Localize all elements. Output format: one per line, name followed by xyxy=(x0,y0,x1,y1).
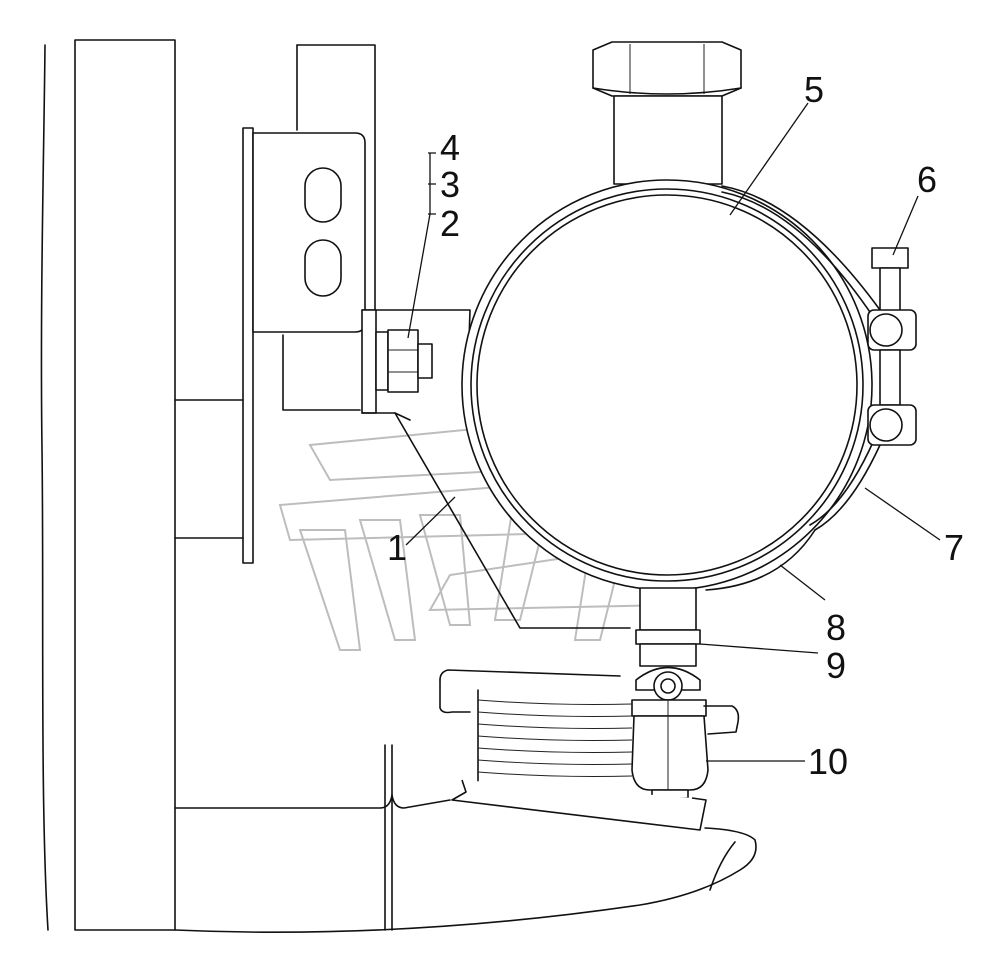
plate-slot-upper xyxy=(304,167,342,223)
lower-housing xyxy=(439,669,740,831)
nut xyxy=(387,329,419,393)
tank-fitting-top xyxy=(592,41,742,185)
callout-labels: 1 2 3 4 5 6 7 8 9 10 xyxy=(387,69,964,782)
bolt-end xyxy=(417,343,433,379)
bolt-nut-assembly xyxy=(375,329,433,393)
leader-lines xyxy=(405,102,941,762)
upper-bracket xyxy=(282,44,376,411)
callout-4: 4 xyxy=(440,127,460,168)
callout-6: 6 xyxy=(917,159,937,200)
plate-slot-lower xyxy=(304,239,342,297)
callout-3: 3 xyxy=(440,164,460,205)
callout-7: 7 xyxy=(944,527,964,568)
washer xyxy=(375,331,389,391)
callout-1: 1 xyxy=(387,527,407,568)
bottom-pipe xyxy=(174,744,757,934)
callout-8: 8 xyxy=(826,607,846,648)
callout-5: 5 xyxy=(804,69,824,110)
callout-2: 2 xyxy=(440,203,460,244)
drain-valve xyxy=(631,699,709,799)
tensioner xyxy=(867,247,917,446)
mounting-plate xyxy=(174,127,366,564)
clamp-band xyxy=(705,185,881,591)
callout-9: 9 xyxy=(826,645,846,686)
callout-10: 10 xyxy=(808,741,848,782)
frame-wall xyxy=(40,39,176,931)
tank-body xyxy=(461,179,873,591)
tank-fitting-bottom xyxy=(635,587,701,701)
